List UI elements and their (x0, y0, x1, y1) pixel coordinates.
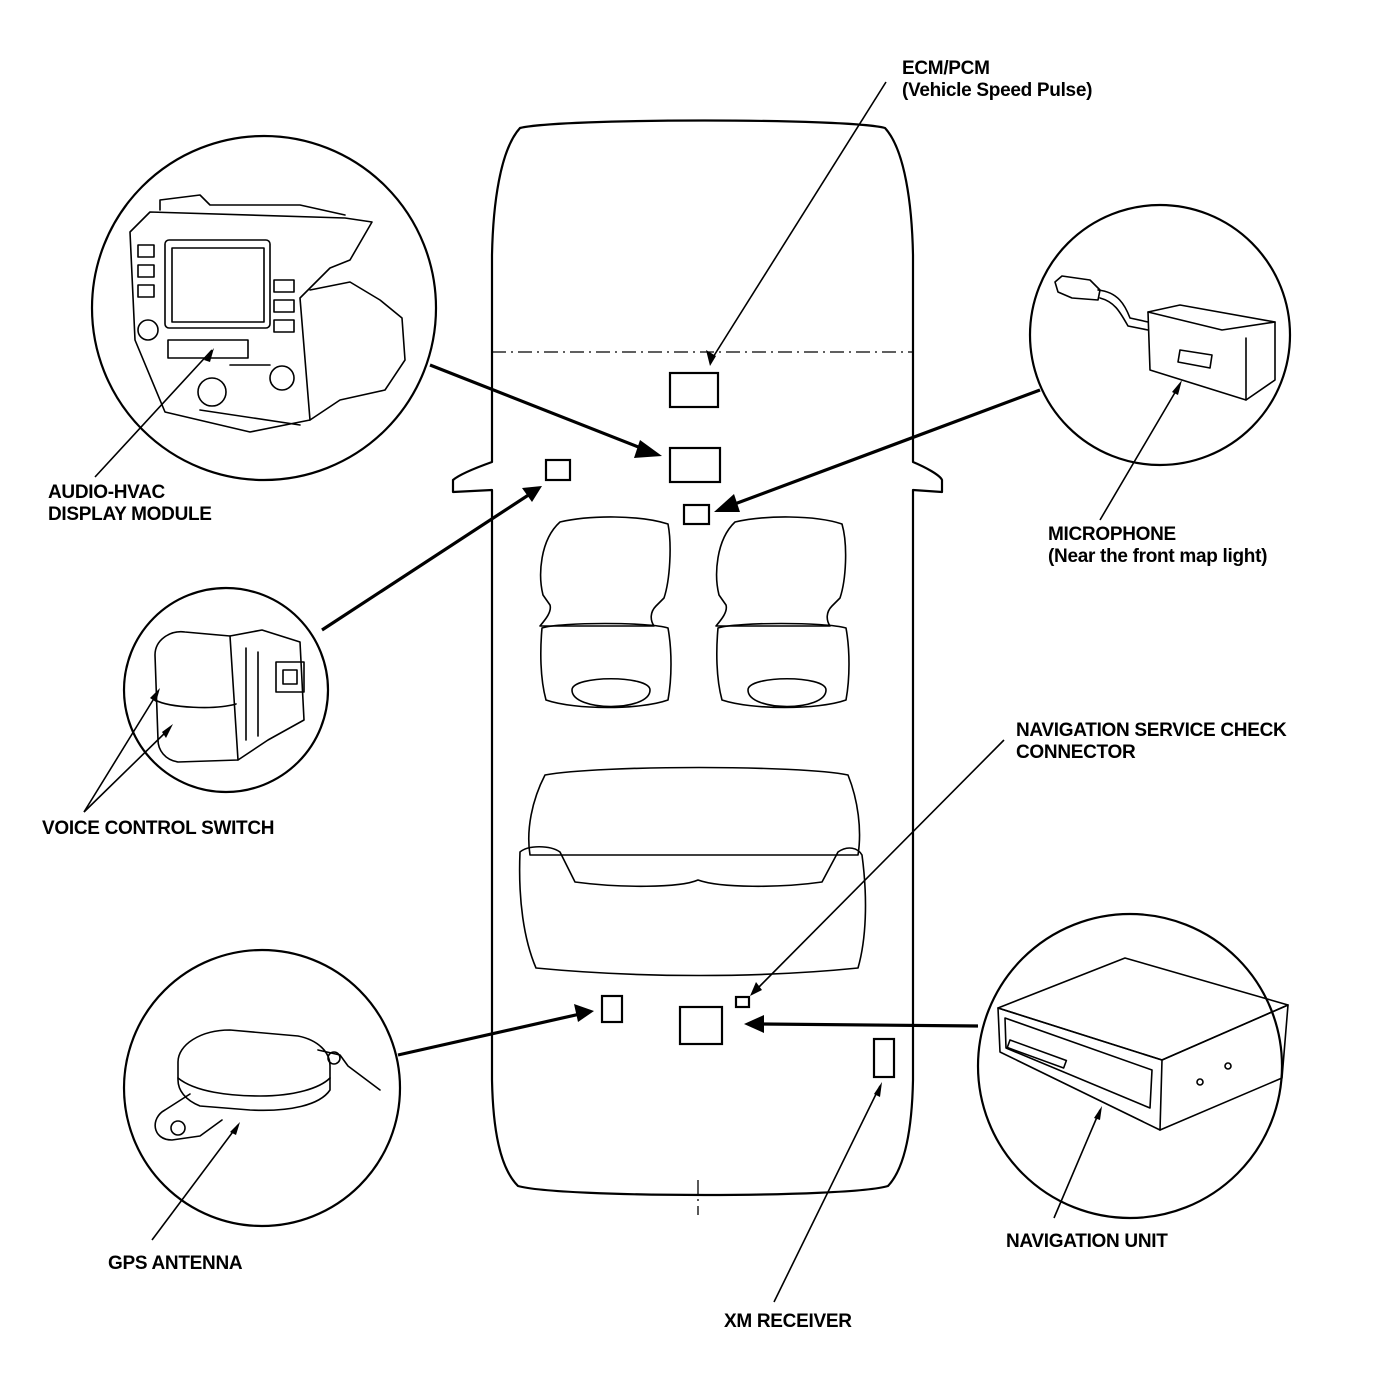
label-ecm-pcm: ECM/PCM (Vehicle Speed Pulse) (902, 58, 1092, 102)
voice-switch-detail-circle (122, 586, 330, 794)
label-nav-check-connector: NAVIGATION SERVICE CHECK CONNECTOR (1016, 720, 1287, 764)
rear-seat (518, 766, 867, 977)
label-ecm-pcm-line1: ECM/PCM (902, 58, 990, 79)
navigation-unit-detail-circle (976, 912, 1289, 1220)
audio-hvac-detail-circle (90, 134, 438, 482)
label-voice-switch-line1: VOICE CONTROL SWITCH (42, 818, 275, 839)
voice-switch-icon (154, 629, 305, 763)
front-seat-right (715, 516, 850, 709)
xm-receiver-location (872, 1037, 896, 1079)
audio-hvac-module-icon (129, 194, 406, 433)
nav-check-connector-location (734, 995, 751, 1009)
vehicle-outline (451, 119, 944, 1215)
leader-lines (83, 81, 1182, 1303)
label-gps-antenna-line1: GPS ANTENNA (108, 1253, 243, 1274)
label-microphone-line2: (Near the front map light) (1048, 546, 1268, 567)
microphone-icon (1054, 275, 1276, 401)
microphone-location (682, 503, 711, 526)
label-nav-check-line1: NAVIGATION SERVICE CHECK (1016, 720, 1287, 741)
label-ecm-pcm-line2: (Vehicle Speed Pulse) (902, 80, 1093, 101)
gps-antenna-location (600, 994, 624, 1024)
navigation-unit-icon (997, 957, 1289, 1131)
label-microphone: MICROPHONE (Near the front map light) (1048, 524, 1267, 568)
label-xm-receiver-line1: XM RECEIVER (724, 1311, 852, 1332)
label-xm-receiver: XM RECEIVER (724, 1311, 852, 1333)
label-voice-control-switch: VOICE CONTROL SWITCH (42, 818, 275, 840)
label-nav-unit-line1: NAVIGATION UNIT (1006, 1231, 1168, 1252)
label-microphone-line1: MICROPHONE (1048, 524, 1176, 545)
label-audio-hvac-line1: AUDIO-HVAC (48, 482, 165, 503)
navigation-unit-location (678, 1005, 724, 1046)
front-seat-left (539, 516, 672, 709)
label-audio-hvac-line2: DISPLAY MODULE (48, 504, 212, 525)
microphone-detail-circle (1028, 203, 1292, 467)
label-gps-antenna: GPS ANTENNA (108, 1253, 243, 1275)
ecm-pcm-location (668, 371, 720, 409)
gps-antenna-icon (154, 1029, 381, 1141)
audio-hvac-location (668, 446, 722, 484)
label-audio-hvac: AUDIO-HVAC DISPLAY MODULE (48, 482, 212, 526)
label-navigation-unit: NAVIGATION UNIT (1006, 1231, 1168, 1253)
gps-antenna-detail-circle (122, 948, 402, 1228)
voice-switch-location (544, 458, 572, 482)
label-nav-check-line2: CONNECTOR (1016, 742, 1136, 763)
